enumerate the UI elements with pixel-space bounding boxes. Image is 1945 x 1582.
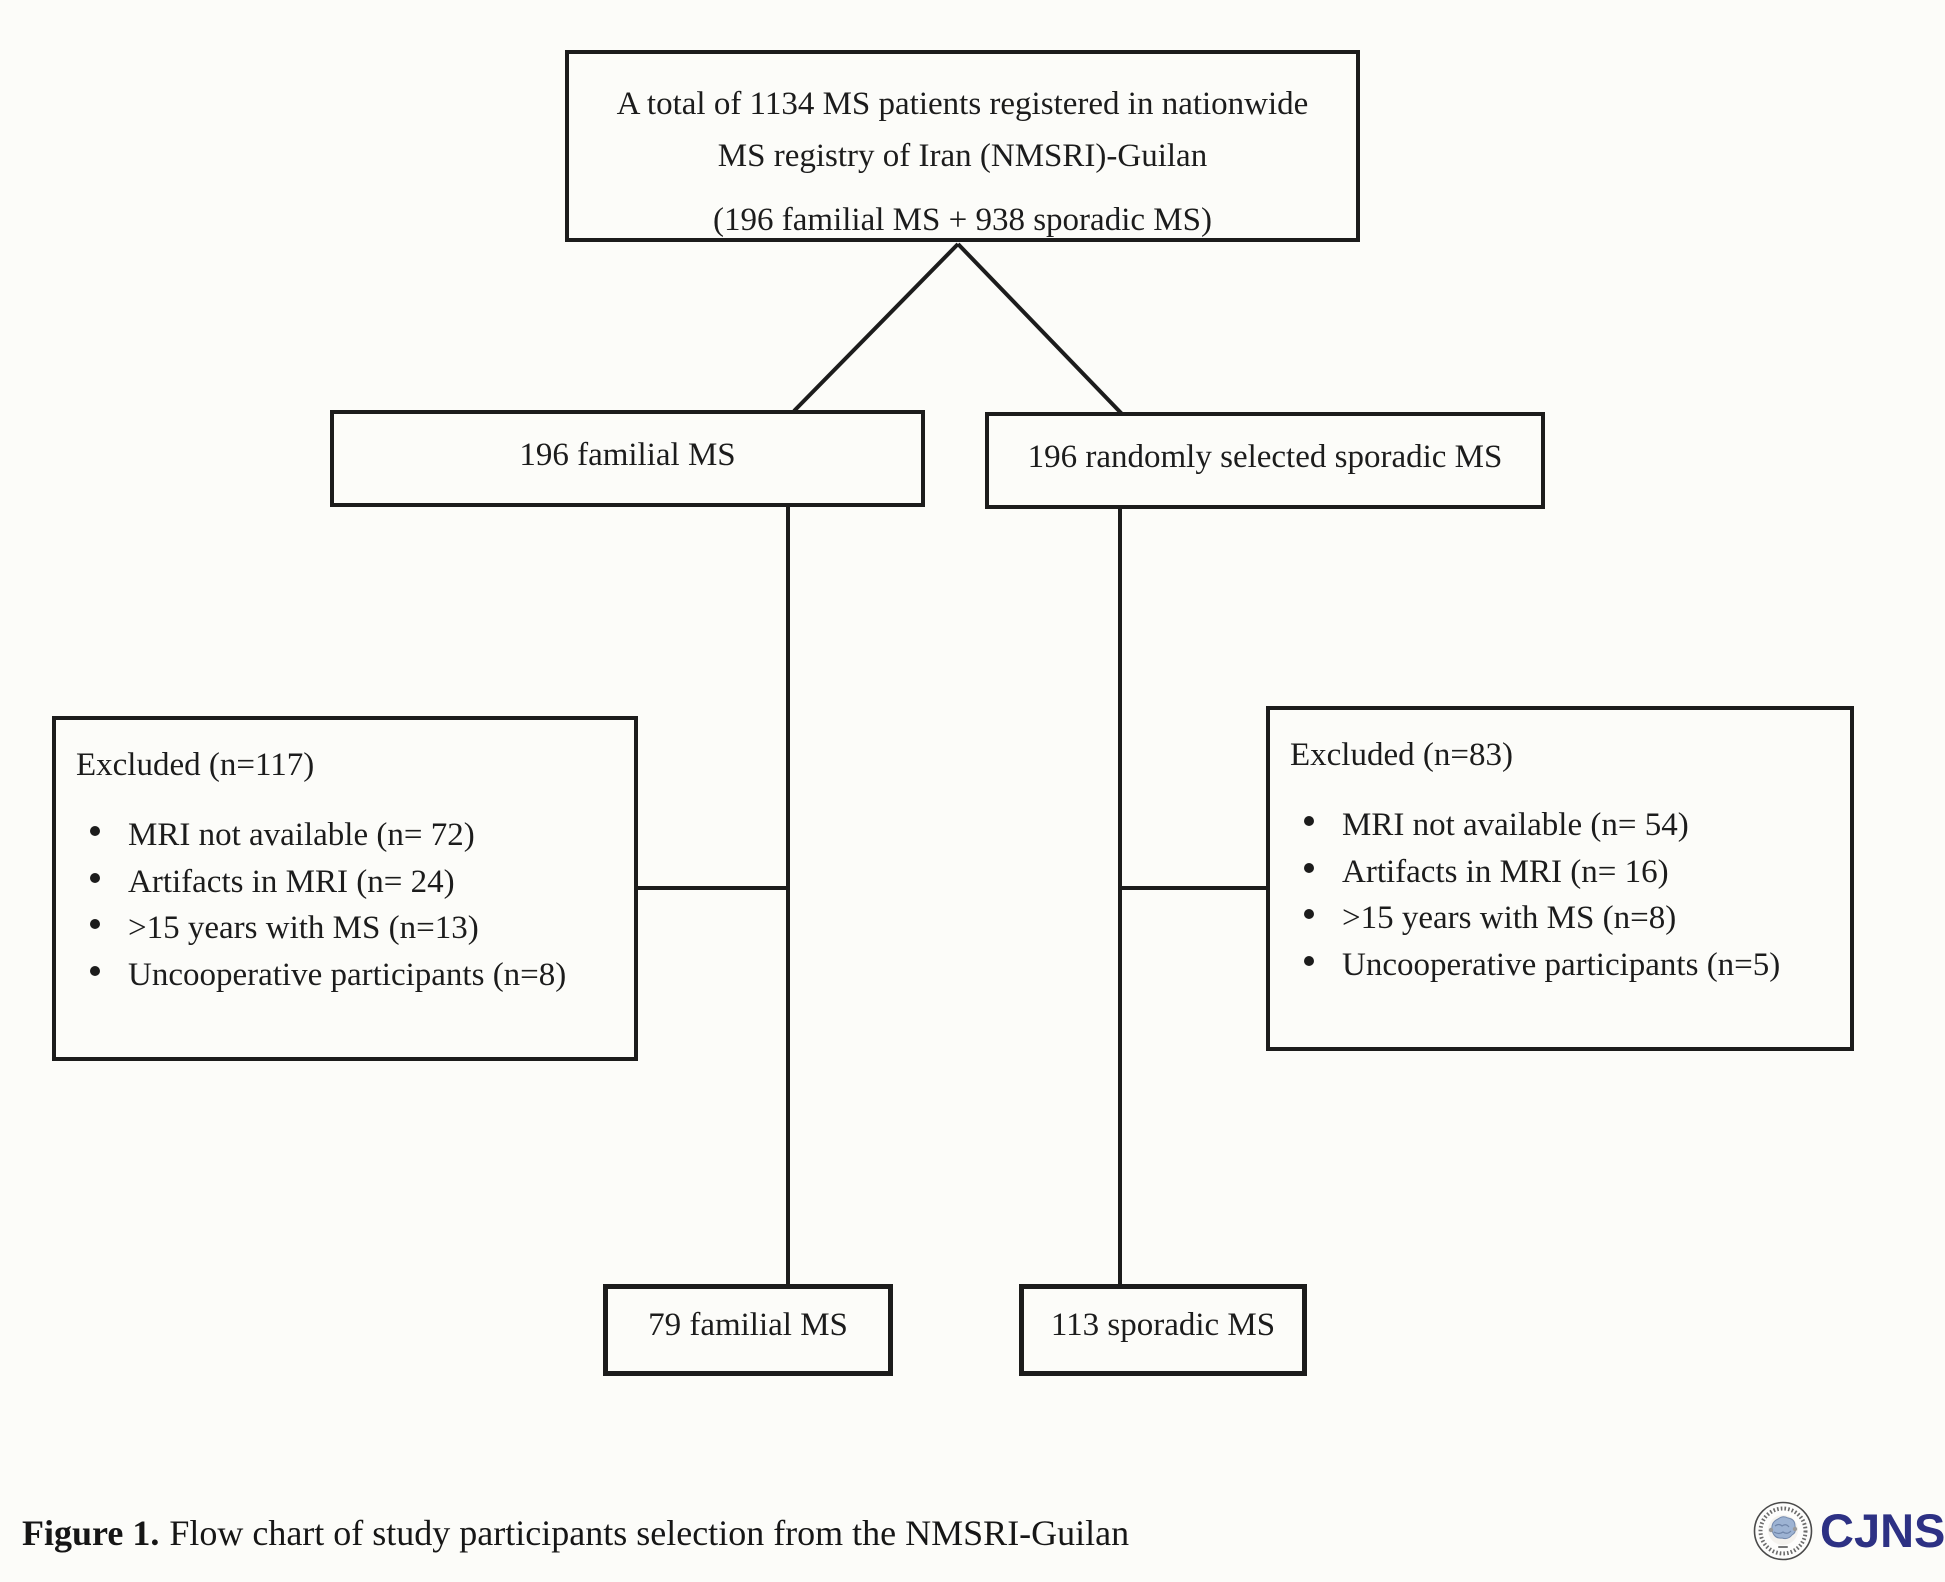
bullet-icon xyxy=(1304,909,1314,919)
list-item: Uncooperative participants (n=5) xyxy=(1304,942,1834,989)
excluded-familial-list: MRI not available (n= 72) Artifacts in M… xyxy=(76,812,618,998)
excluded-reason: Artifacts in MRI (n= 16) xyxy=(1342,853,1669,890)
excluded-familial-title: Excluded (n=117) xyxy=(76,747,315,783)
excluded-reason: Uncooperative participants (n=5) xyxy=(1342,946,1781,983)
excluded-sporadic-box: Excluded (n=83) MRI not available (n= 54… xyxy=(1266,706,1854,1051)
excluded-reason: Uncooperative participants (n=8) xyxy=(128,956,567,993)
figure-caption: Figure 1.Flow chart of study participant… xyxy=(22,1510,1129,1556)
cjns-logo: CJNS xyxy=(1752,1500,1945,1562)
total-patients-box: A total of 1134 MS patients registered i… xyxy=(565,50,1360,242)
bullet-icon xyxy=(90,826,100,836)
bullet-icon xyxy=(1304,955,1314,966)
total-patients-line2: MS registry of Iran (NMSRI)-Guilan xyxy=(717,138,1208,174)
list-item: Artifacts in MRI (n= 16) xyxy=(1304,849,1834,896)
excluded-reason: MRI not available (n= 54) xyxy=(1342,807,1689,843)
cjns-logo-text: CJNS xyxy=(1820,1504,1945,1557)
bullet-icon xyxy=(90,919,100,929)
bullet-icon xyxy=(90,872,100,883)
excluded-reason: >15 years with MS (n=8) xyxy=(1342,900,1677,936)
list-item: Uncooperative participants (n=8) xyxy=(90,952,618,999)
bullet-icon xyxy=(90,965,100,976)
list-item: MRI not available (n= 54) xyxy=(1304,802,1834,849)
familial-ms-box: 196 familial MS xyxy=(330,410,925,507)
sporadic-ms-box: 196 randomly selected sporadic MS xyxy=(985,412,1545,509)
excluded-reason: Artifacts in MRI (n= 24) xyxy=(128,863,455,900)
list-item: Artifacts in MRI (n= 24) xyxy=(90,859,618,906)
list-item: MRI not available (n= 72) xyxy=(90,812,618,859)
figure-caption-text: Flow chart of study participants selecti… xyxy=(169,1513,1130,1553)
connector-top-to-sporadic xyxy=(956,242,1124,416)
cjns-seal-icon xyxy=(1753,1501,1813,1561)
list-item: >15 years with MS (n=13) xyxy=(90,905,618,952)
list-item: >15 years with MS (n=8) xyxy=(1304,895,1834,942)
excluded-familial-box: Excluded (n=117) MRI not available (n= 7… xyxy=(52,716,638,1061)
excluded-reason: >15 years with MS (n=13) xyxy=(128,910,479,946)
total-patients-line1: A total of 1134 MS patients registered i… xyxy=(616,86,1309,122)
bullet-icon xyxy=(1304,816,1314,826)
bullet-icon xyxy=(1304,862,1314,873)
excluded-sporadic-title: Excluded (n=83) xyxy=(1290,737,1513,773)
final-sporadic-box: 113 sporadic MS xyxy=(1019,1284,1307,1376)
excluded-reason: MRI not available (n= 72) xyxy=(128,817,475,853)
connector-top-to-familial xyxy=(792,242,960,413)
final-familial-box: 79 familial MS xyxy=(603,1284,893,1376)
excluded-sporadic-list: MRI not available (n= 54) Artifacts in M… xyxy=(1290,802,1834,988)
total-patients-line3: (196 familial MS + 938 sporadic MS) xyxy=(713,202,1212,238)
figure-caption-label: Figure 1. xyxy=(22,1513,160,1553)
